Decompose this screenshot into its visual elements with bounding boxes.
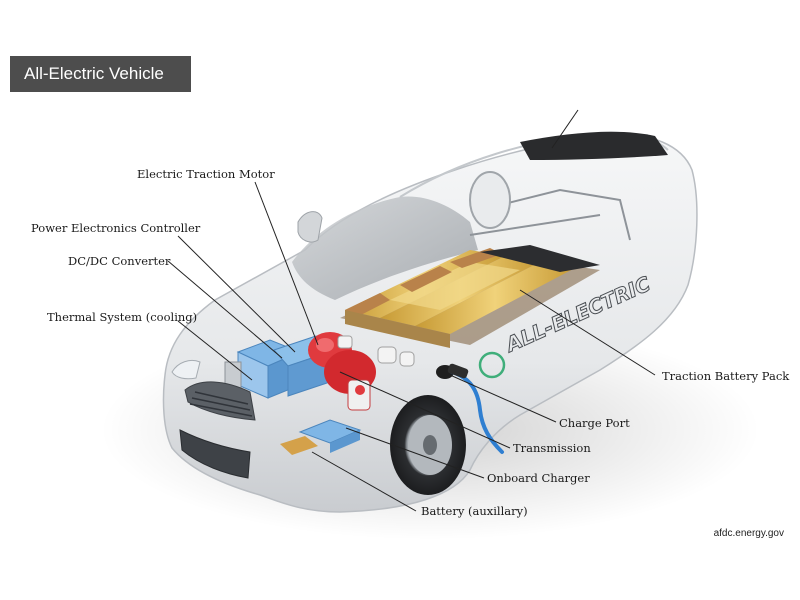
label-battery-auxiliary: Battery (auxillary) bbox=[421, 504, 528, 518]
label-charge-port: Charge Port bbox=[559, 416, 630, 430]
rear-frame bbox=[469, 171, 631, 241]
charge-port bbox=[436, 363, 504, 454]
label-electric-traction-motor: Electric Traction Motor bbox=[137, 167, 275, 181]
traction-battery-pack bbox=[340, 245, 600, 348]
side-mirror bbox=[297, 211, 323, 243]
label-onboard-charger: Onboard Charger bbox=[487, 471, 590, 485]
rear-window bbox=[520, 131, 668, 160]
front-grille bbox=[179, 381, 256, 479]
label-thermal-system: Thermal System (cooling) bbox=[47, 310, 198, 324]
label-traction-battery-pack: Traction Battery Pack bbox=[662, 369, 790, 383]
source-credit: afdc.energy.gov bbox=[713, 528, 784, 539]
electronics-cluster bbox=[224, 335, 331, 408]
windshield bbox=[292, 196, 478, 300]
door-graphic bbox=[478, 351, 506, 379]
onboard-charger bbox=[298, 419, 362, 453]
leader-lines bbox=[167, 109, 656, 512]
label-transmission: Transmission bbox=[513, 441, 591, 455]
electric-traction-motor bbox=[308, 332, 376, 411]
auxiliary-battery bbox=[280, 436, 318, 455]
label-dc-dc-converter: DC/DC Converter bbox=[68, 254, 171, 268]
coolant-reservoirs bbox=[337, 335, 415, 367]
headlight bbox=[171, 359, 201, 380]
page-title: All-Electric Vehicle bbox=[10, 56, 191, 92]
front-wheel bbox=[390, 395, 466, 495]
label-power-electronics-controller: Power Electronics Controller bbox=[31, 221, 201, 235]
